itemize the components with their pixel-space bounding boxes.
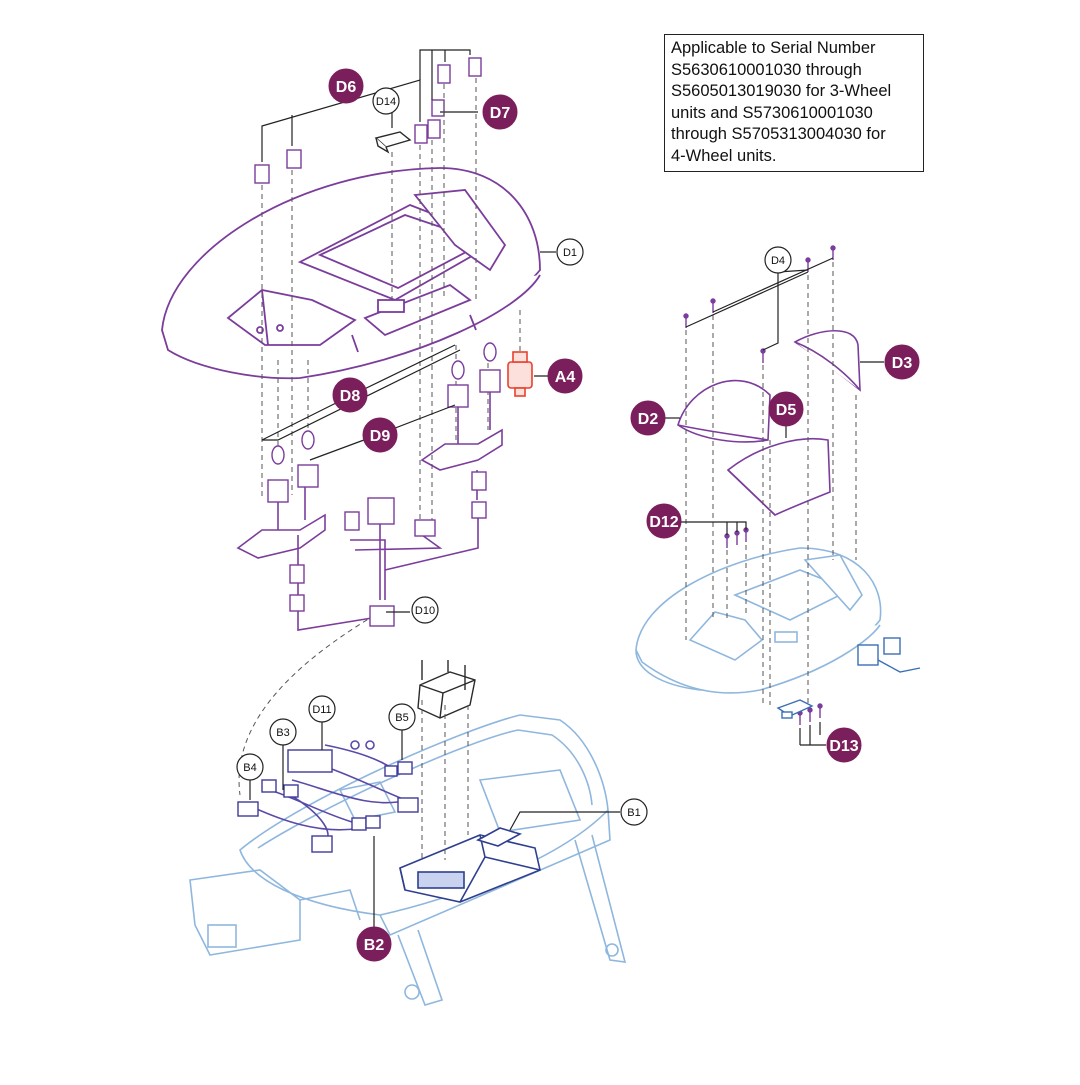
- right-harness-context: [857, 637, 921, 673]
- fuse-leader-lines: [261, 49, 478, 162]
- callout-b2: B2: [356, 926, 392, 962]
- callout-label: D8: [340, 388, 361, 405]
- callout-label: A4: [555, 369, 576, 386]
- callout-label: D6: [336, 79, 357, 96]
- callout-d3: D3: [884, 344, 920, 380]
- callout-label: B5: [395, 712, 408, 724]
- callout-circle: [356, 926, 392, 962]
- callout-d7: D7: [482, 94, 518, 130]
- callout-label: D5: [776, 402, 797, 419]
- cover-plug-d14: [374, 131, 412, 154]
- callout-circle: [646, 503, 682, 539]
- callout-d4: D4: [764, 246, 792, 274]
- right-leader-lines: [664, 257, 884, 746]
- callout-circle: [630, 400, 666, 436]
- cover-d2: [677, 379, 771, 443]
- callout-b1: B1: [620, 798, 648, 826]
- callout-label: B1: [627, 807, 640, 819]
- callout-circle: [764, 246, 792, 274]
- callout-circle: [362, 417, 398, 453]
- callout-label: D12: [649, 514, 678, 531]
- callout-circle: [547, 358, 583, 394]
- callout-label: D13: [829, 738, 858, 755]
- callout-circle: [826, 727, 862, 763]
- callout-label: D2: [638, 411, 659, 428]
- seat-mount-bracket: [417, 660, 476, 719]
- callout-label: B2: [364, 937, 385, 954]
- note-line: S5605013019030 for 3-Wheel: [671, 82, 892, 100]
- callout-circle: [236, 753, 264, 781]
- callout-label: D9: [370, 428, 391, 445]
- controller-b1: [399, 827, 541, 903]
- callout-d1: D1: [556, 238, 584, 266]
- callout-b4: B4: [236, 753, 264, 781]
- callout-label: D7: [490, 105, 511, 122]
- callout-circle: [332, 377, 368, 413]
- scooter-base-frame: [189, 714, 627, 1006]
- serial-number-note: Applicable to Serial Number S56306100010…: [664, 34, 924, 172]
- callout-d5: D5: [768, 391, 804, 427]
- callout-d13: D13: [826, 727, 862, 763]
- callout-d14: D14: [372, 87, 400, 115]
- callout-circle: [269, 718, 297, 746]
- cover-d5: [726, 437, 831, 516]
- callout-circle: [884, 344, 920, 380]
- callout-label: D1: [563, 247, 577, 259]
- callout-b3: B3: [269, 718, 297, 746]
- callout-circle: [482, 94, 518, 130]
- right-assembly-dashes: [685, 262, 857, 705]
- callout-circle: [308, 695, 336, 723]
- callout-circle: [556, 238, 584, 266]
- note-line: 4-Wheel units.: [671, 146, 777, 165]
- callout-label: B4: [243, 762, 256, 774]
- fuses-d6-d7: [254, 57, 482, 184]
- lamp-sockets: [267, 342, 501, 627]
- callout-circle: [388, 703, 416, 731]
- bracket-d13: [776, 699, 814, 719]
- callout-circle: [328, 68, 364, 104]
- callout-d6: D6: [328, 68, 364, 104]
- right-shroud-context: [635, 547, 882, 694]
- callout-circle: [768, 391, 804, 427]
- callout-circle: [620, 798, 648, 826]
- callout-label: D3: [892, 355, 913, 372]
- callout-d11: D11: [308, 695, 336, 723]
- note-line: Applicable to Serial Number: [671, 39, 876, 57]
- callout-b5: B5: [388, 703, 416, 731]
- callout-circle: [411, 596, 439, 624]
- callout-d2: D2: [630, 400, 666, 436]
- callout-label: B3: [276, 727, 289, 739]
- callout-d10: D10: [411, 596, 439, 624]
- callout-d9: D9: [362, 417, 398, 453]
- cover-d3: [793, 329, 861, 392]
- callout-label: D14: [376, 96, 396, 108]
- note-line: units and S5730610001030: [671, 103, 873, 122]
- callout-circle: [372, 87, 400, 115]
- callout-a4: A4: [547, 358, 583, 394]
- note-line: S5630610001030 through: [671, 60, 862, 79]
- callout-d12: D12: [646, 503, 682, 539]
- lamp-harnesses: [236, 390, 503, 631]
- shroud-d1: [161, 167, 541, 380]
- lower-leader-lines: [249, 722, 620, 932]
- harness-connectors: [237, 749, 419, 853]
- callout-label: D10: [415, 605, 435, 617]
- note-line: through S5705313004030 for: [671, 125, 886, 143]
- switch-a4: [507, 351, 533, 397]
- callout-label: D11: [312, 704, 331, 716]
- callout-label: D4: [771, 255, 785, 267]
- lower-assembly-dashes: [421, 700, 469, 860]
- callout-d8: D8: [332, 377, 368, 413]
